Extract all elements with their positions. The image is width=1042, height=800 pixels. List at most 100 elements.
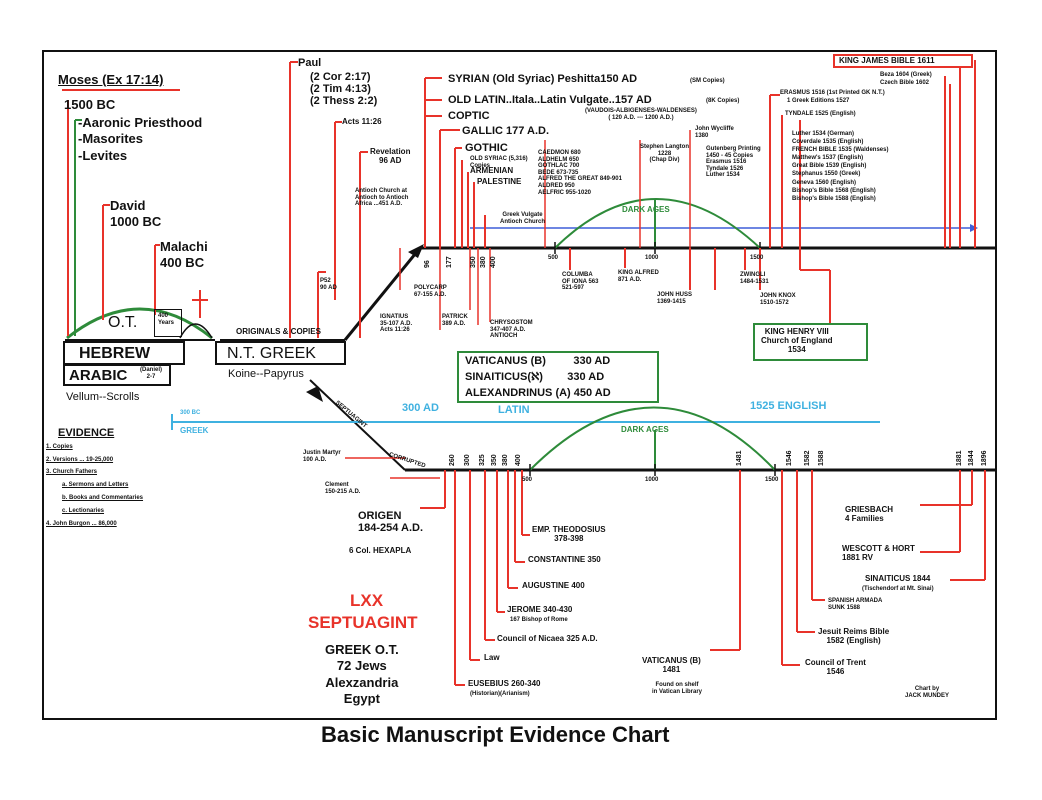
erasmus-label: ERASMUS 1516 (1st Printed GK N.T.) bbox=[780, 90, 885, 96]
alexandrinus-label: ALEXANDRINUS (A) 450 AD bbox=[465, 387, 611, 399]
constantine-label: CONSTANTINE 350 bbox=[528, 555, 601, 564]
tick-label: 1588 bbox=[818, 450, 825, 466]
tick-label: 1500 bbox=[750, 255, 764, 261]
vaticanus-1481-label: VATICANUS (B) 1481 bbox=[642, 656, 701, 674]
law-label: Law bbox=[484, 653, 500, 662]
jerome-label: JEROME 340-430 bbox=[507, 605, 573, 614]
columba-label: COLUMBA OF IONA 563 521-597 bbox=[562, 272, 599, 292]
patrick-label: PATRICK 389 A.D. bbox=[442, 314, 468, 327]
hexapla-label: 6 Col. HEXAPLA bbox=[349, 546, 412, 555]
malachi-label: Malachi bbox=[160, 239, 208, 254]
tick-label: 1896 bbox=[981, 450, 988, 466]
paul-refs: (2 Cor 2:17) (2 Tim 4:13) (2 Thess 2:2) bbox=[310, 71, 378, 108]
trent-label: Council of Trent 1546 bbox=[805, 658, 866, 676]
old-latin-label: OLD LATIN..Itala..Latin Vulgate..157 AD bbox=[448, 94, 652, 106]
jesuit-label: Jesuit Reims Bible 1582 (English) bbox=[818, 627, 890, 645]
kjv-box: KING JAMES BIBLE 1611 bbox=[833, 54, 973, 68]
david-label: David bbox=[110, 198, 146, 213]
evidence-item: 4. John Burgon ... 86,000 bbox=[46, 521, 117, 527]
polycarp-label: POLYCARP 67-155 A.D. bbox=[414, 285, 447, 298]
masorites-label: -Masorites bbox=[78, 131, 144, 146]
bc1500-label: 1500 BC bbox=[64, 97, 116, 112]
greek-era-label: GREEK bbox=[180, 426, 209, 435]
tick-label: 500 bbox=[548, 255, 559, 261]
ot-years-label: 400 Years bbox=[158, 313, 175, 326]
gutenberg-label: Gutenberg Printing 1450 - 45 Copies Eras… bbox=[706, 146, 761, 179]
tick-label: 350 bbox=[491, 454, 498, 466]
kjv-list: Luther 1534 (German) Coverdale 1535 (Eng… bbox=[792, 131, 889, 202]
old-syriac-label: OLD SYRIAC (5,316) Copies bbox=[470, 156, 528, 169]
czech-label: Czech Bible 1602 bbox=[880, 80, 930, 86]
tick-label: 1500 bbox=[765, 477, 779, 483]
greek-vulgate-label: Greek Vulgate Antioch Church bbox=[500, 212, 545, 225]
origen-label: ORIGEN 184-254 A.D. bbox=[358, 510, 424, 535]
armenian-label: ARMENIAN bbox=[470, 166, 514, 175]
palestine-label: PALESTINE bbox=[477, 177, 522, 186]
waldenses-label: (VAUDOIS-ALBIGENSES-WALDENSES) ( 120 A.D… bbox=[585, 108, 697, 121]
old-latin-note: (8K Copies) bbox=[706, 98, 740, 104]
tick-label: 177 bbox=[446, 256, 453, 268]
malachi-bc-label: 400 BC bbox=[160, 255, 205, 270]
dark-ages-bottom: DARK AGES bbox=[621, 425, 669, 434]
septuagint-label: SEPTUAGINT bbox=[308, 613, 418, 632]
tick-label: 400 bbox=[490, 256, 497, 268]
nt-greek-label: N.T. GREEK bbox=[227, 345, 316, 362]
syrian-note: (SM Copies) bbox=[690, 78, 725, 84]
acts-label: Acts 11:26 bbox=[342, 117, 382, 126]
paul-label: Paul bbox=[298, 57, 322, 69]
dark-ages-top: DARK AGES bbox=[622, 205, 670, 214]
uncials-box: VATICANUS (B) 330 AD SINAITICUS(ℵ) 330 A… bbox=[457, 351, 659, 403]
tick-label: 1000 bbox=[645, 477, 659, 483]
gallic-label: GALLIC 177 A.D. bbox=[462, 125, 549, 137]
tick-label: 380 bbox=[480, 256, 487, 268]
ignatius-label: IGNATIUS 35-107 A.D. Acts 11:26 bbox=[380, 314, 413, 334]
gothic-label: GOTHIC bbox=[465, 142, 508, 154]
credit-label: Chart by JACK MUNDEY bbox=[905, 686, 950, 699]
ot-years-box: 400 Years bbox=[154, 309, 182, 337]
bc300-label: 300 BC bbox=[180, 410, 201, 416]
english-era-label: 1525 ENGLISH bbox=[750, 400, 827, 412]
sinaiticus-label: SINAITICUS(ℵ) 330 AD bbox=[465, 371, 605, 383]
tick-label: 1881 bbox=[956, 450, 963, 466]
levites-label: -Levites bbox=[78, 148, 128, 163]
hebrew-box: HEBREW bbox=[63, 341, 185, 365]
tick-label: 380 bbox=[502, 454, 509, 466]
jerome-note: 167 Bishop of Rome bbox=[510, 617, 568, 623]
tick-label: 96 bbox=[424, 260, 431, 268]
tick-label: 260 bbox=[449, 454, 456, 466]
tick-label: 325 bbox=[479, 454, 486, 466]
moses-label: Moses (Ex 17:14) bbox=[58, 72, 164, 87]
evidence-item: 2. Versions ... 19-25,000 bbox=[46, 457, 114, 463]
wycliffe-label: John Wycliffe 1380 bbox=[695, 126, 734, 139]
tick-label: 1000 bbox=[645, 255, 659, 261]
wescott-label: WESCOTT & HORT 1881 RV bbox=[842, 544, 915, 562]
cadmon-label: CAEDMON 680 ALDHELM 650 GOTHLAC 700 BEDE… bbox=[538, 150, 622, 196]
clement-label: Clement 150-215 A.D. bbox=[325, 482, 361, 495]
evidence-item: a. Sermons and Letters bbox=[62, 482, 129, 488]
justin-label: Justin Martyr 100 A.D. bbox=[303, 450, 341, 463]
david-bc-label: 1000 BC bbox=[110, 214, 162, 229]
ad300-label: 300 AD bbox=[402, 402, 439, 414]
evidence-item: c. Lectionaries bbox=[62, 508, 105, 514]
arabic-label: ARABIC bbox=[69, 367, 128, 384]
henry-label: KING HENRY VIII Church of England 1534 bbox=[761, 327, 833, 354]
sinaiticus-1844-label: SINAITICUS 1844 bbox=[865, 574, 931, 583]
tick-label: 400 bbox=[515, 454, 522, 466]
antioch-note: Antioch Church at Antioch to Antioch Afr… bbox=[355, 188, 409, 208]
vaticanus-label: VATICANUS (B) 330 AD bbox=[465, 355, 611, 367]
page-title: Basic Manuscript Evidence Chart bbox=[321, 722, 670, 747]
chrysostom-label: CHRYSOSTOM 347-407 A.D. ANTIOCH bbox=[490, 320, 533, 340]
syrian-label: SYRIAN (Old Syriac) Peshitta150 AD bbox=[448, 73, 638, 85]
tick-label: 300 bbox=[464, 454, 471, 466]
huss-label: JOHN HUSS 1369-1415 bbox=[657, 292, 693, 305]
stephen-label: Stephen Langton 1228 (Chap Div) bbox=[640, 144, 689, 164]
koine-label: Koine--Papyrus bbox=[228, 368, 304, 380]
eusebius-note: (Historian)(Arianism) bbox=[470, 691, 530, 697]
vaticanus-1481-note: Found on shelf in Vatican Library bbox=[652, 682, 703, 695]
vellum-label: Vellum--Scrolls bbox=[66, 391, 140, 403]
eusebius-label: EUSEBIUS 260-340 bbox=[468, 679, 541, 688]
aaronic-label: -Aaronic Priesthood bbox=[78, 115, 203, 130]
evidence-heading: EVIDENCE bbox=[58, 427, 115, 439]
erasmus2-label: 1 Greek Editions 1527 bbox=[787, 98, 850, 104]
